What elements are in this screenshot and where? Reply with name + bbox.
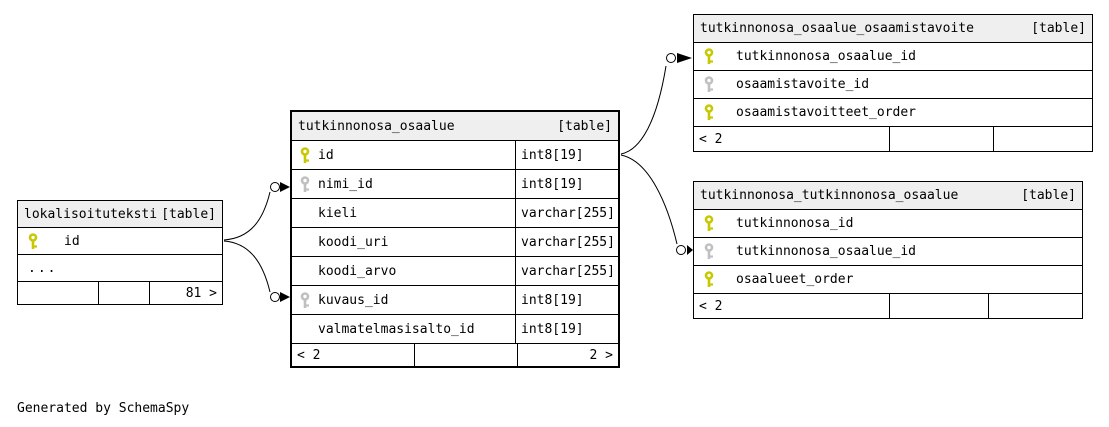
foreign-key-icon	[704, 243, 714, 260]
column-type: int8[19]	[515, 141, 618, 169]
table-footer: < 2	[694, 294, 1082, 318]
footer-parents-count	[993, 127, 1092, 151]
footer-middle	[98, 282, 149, 304]
column-name: kieli	[318, 205, 358, 221]
table-name: tutkinnonosa_osaalue_osaamistavoite	[700, 21, 974, 36]
footer-parents-count: 2 >	[517, 344, 618, 366]
footer-middle	[889, 127, 993, 151]
table-header[interactable]: tutkinnonosa_tutkinnonosa_osaalue [table…	[694, 182, 1082, 210]
primary-key-icon	[704, 104, 714, 121]
primary-key-icon	[704, 271, 714, 288]
column-name: koodi_arvo	[318, 263, 397, 279]
table-header[interactable]: tutkinnonosa_osaalue_osaamistavoite [tab…	[694, 15, 1092, 43]
primary-key-icon	[28, 232, 38, 250]
column-row: tutkinnonosa_osaalue_id	[694, 238, 1082, 266]
primary-key-icon	[300, 146, 310, 164]
column-type: int8[19]	[515, 170, 618, 198]
table-name: tutkinnonosa_osaalue	[298, 118, 455, 134]
column-name: tutkinnonosa_osaalue_id	[736, 49, 917, 64]
connector-osaamistavoite	[620, 53, 692, 155]
table-tutkinnonosa-osaalue[interactable]: tutkinnonosa_osaalue [table] id int8[19]…	[290, 110, 620, 368]
footer-children-count	[18, 282, 98, 304]
column-type: varchar[255]	[515, 199, 618, 227]
column-name: osaalueet_order	[736, 272, 854, 287]
column-row: id int8[19]	[292, 141, 618, 170]
foreign-key-icon	[300, 175, 310, 193]
ellipsis: ...	[28, 260, 58, 276]
column-name: tutkinnonosa_id	[736, 216, 854, 231]
table-name: lokalisoituteksti	[24, 206, 158, 222]
footer-children-count: < 2	[699, 298, 723, 314]
primary-key-icon	[704, 215, 714, 232]
column-type: int8[19]	[515, 286, 618, 314]
table-header[interactable]: tutkinnonosa_osaalue [table]	[292, 112, 618, 141]
column-type: varchar[255]	[515, 228, 618, 256]
connector-nimi-id	[223, 182, 290, 241]
column-name: osaamistavoite_id	[736, 77, 870, 92]
table-tag: [table]	[1031, 21, 1086, 36]
column-row: valmatelmasisalto_id int8[19]	[292, 315, 618, 344]
column-name: tutkinnonosa_osaalue_id	[736, 244, 917, 259]
column-row: tutkinnonosa_id	[694, 210, 1082, 238]
connector-tutkinnonosa	[620, 154, 693, 255]
table-footer: < 2 2 >	[292, 344, 618, 366]
truncated-columns-row: ...	[18, 255, 222, 282]
column-name: nimi_id	[318, 176, 373, 192]
table-lokalisoituteksti[interactable]: lokalisoituteksti [table] id ... 81 >	[17, 200, 223, 305]
footer-parents-count	[988, 294, 1082, 318]
column-row: id	[18, 228, 222, 255]
footer-parents-count: 81 >	[149, 282, 222, 304]
generator-credit: Generated by SchemaSpy	[17, 401, 190, 416]
footer-children-count: < 2	[297, 347, 321, 363]
column-type: int8[19]	[515, 315, 618, 343]
table-name: tutkinnonosa_tutkinnonosa_osaalue	[700, 188, 959, 203]
column-row: nimi_id int8[19]	[292, 170, 618, 199]
column-row: osaamistavoite_id	[694, 71, 1092, 99]
column-row: tutkinnonosa_osaalue_id	[694, 43, 1092, 71]
column-row: osaalueet_order	[694, 266, 1082, 294]
table-tag: [table]	[557, 118, 612, 134]
table-tutkinnonosa-osaalue-osaamistavoite[interactable]: tutkinnonosa_osaalue_osaamistavoite [tab…	[693, 14, 1093, 152]
column-name: id	[318, 147, 334, 163]
table-tag: [table]	[1021, 188, 1076, 203]
column-row: kieli varchar[255]	[292, 199, 618, 228]
column-row: osaamistavoitteet_order	[694, 99, 1092, 127]
table-header[interactable]: lokalisoituteksti [table]	[18, 201, 222, 228]
table-footer: < 2	[694, 127, 1092, 151]
foreign-key-icon	[704, 76, 714, 93]
column-row: koodi_uri varchar[255]	[292, 228, 618, 257]
column-name: kuvaus_id	[318, 292, 389, 308]
column-name: koodi_uri	[318, 234, 389, 250]
column-name: valmatelmasisalto_id	[318, 321, 475, 337]
column-type: varchar[255]	[515, 257, 618, 285]
footer-middle	[414, 344, 517, 366]
column-row: koodi_arvo varchar[255]	[292, 257, 618, 286]
foreign-key-icon	[300, 291, 310, 309]
footer-middle	[889, 294, 988, 318]
table-footer: 81 >	[18, 282, 222, 304]
primary-key-icon	[704, 48, 714, 65]
footer-children-count: < 2	[699, 131, 723, 147]
column-name: osaamistavoitteet_order	[736, 105, 917, 120]
table-tutkinnonosa-tutkinnonosa-osaalue[interactable]: tutkinnonosa_tutkinnonosa_osaalue [table…	[693, 181, 1083, 319]
table-tag: [table]	[161, 206, 216, 222]
column-name: id	[64, 233, 80, 249]
column-row: kuvaus_id int8[19]	[292, 286, 618, 315]
connector-kuvaus-id	[223, 240, 290, 302]
